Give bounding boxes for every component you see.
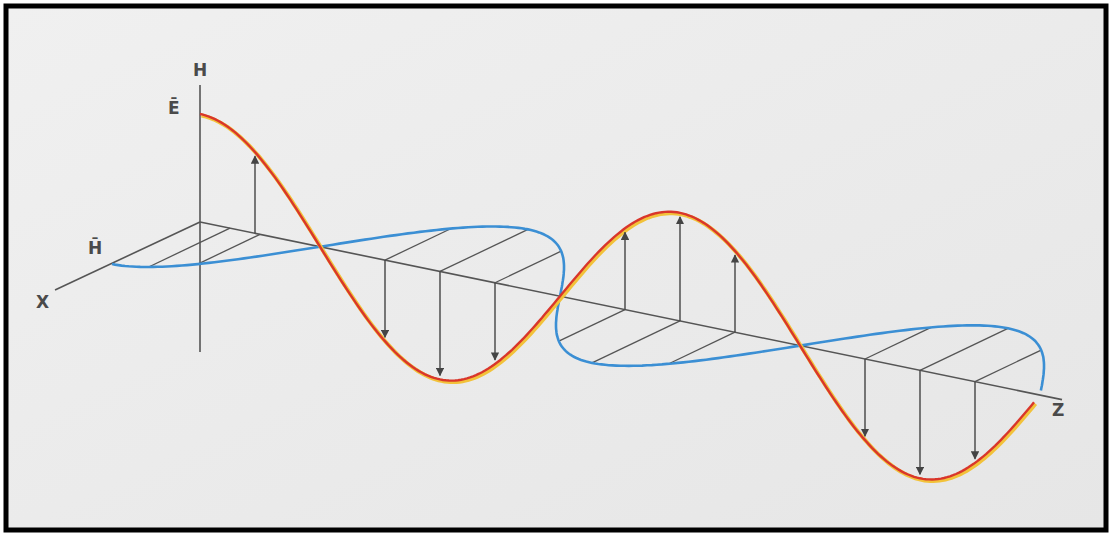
- axes: [55, 85, 1062, 400]
- field-label: H̄: [88, 238, 102, 258]
- e-vector-arrow: [679, 217, 680, 321]
- h-vector-line: [440, 229, 528, 271]
- axis-label: X: [36, 292, 49, 312]
- e-vector-arrow: [864, 359, 865, 436]
- e-vector-arrow: [919, 370, 920, 474]
- h-field-wave: [112, 227, 1044, 391]
- e-vector-arrow: [384, 260, 385, 337]
- h-vector-line: [975, 350, 1041, 382]
- e-field-wave-glow: [202, 116, 1036, 482]
- h-field-lines: [149, 228, 1041, 381]
- h-vector-line: [559, 310, 625, 342]
- h-vector-line: [592, 321, 680, 363]
- axis-label: H: [193, 60, 207, 80]
- e-vector-arrow: [254, 156, 255, 233]
- e-vector-arrow: [494, 283, 495, 360]
- e-field-wave: [200, 114, 1034, 480]
- e-vector-arrow: [439, 271, 440, 375]
- e-vector-arrow: [624, 232, 625, 309]
- frame: [6, 6, 1106, 530]
- e-vector-arrow: [974, 382, 975, 459]
- axis-label: Z: [1052, 400, 1064, 420]
- h-vector-line: [495, 251, 561, 283]
- h-vector-line: [920, 328, 1008, 370]
- field-label: Ē: [168, 98, 180, 118]
- e-vector-arrow: [734, 255, 735, 332]
- e-field-arrows: [255, 156, 975, 474]
